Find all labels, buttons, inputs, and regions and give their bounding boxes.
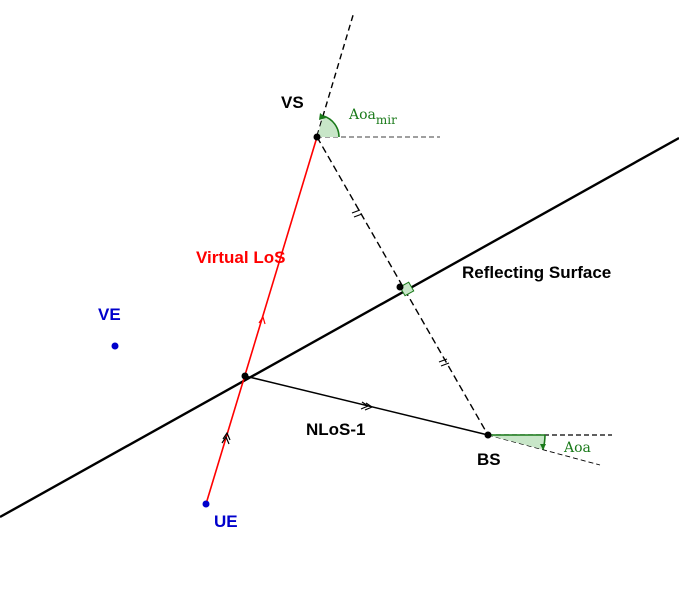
reflection-point — [241, 372, 249, 380]
ve-label: VE — [98, 305, 121, 324]
bs-incident-extension — [487, 434, 601, 466]
aoa-mir-angle-arc — [323, 115, 340, 138]
nlos-direction-arrows — [360, 401, 374, 411]
equal-length-tick-upper — [351, 209, 363, 218]
equal-length-tick-lower — [438, 358, 450, 367]
aoa-mir-arrowhead — [319, 113, 326, 120]
reflecting-surface-label: Reflecting Surface — [462, 263, 611, 282]
ue-point — [202, 500, 210, 508]
right-angle-marker — [399, 281, 415, 297]
perpendicular-foot-point — [396, 283, 404, 291]
virtual-los-label: Virtual LoS — [196, 248, 285, 267]
incident-direction-arrows — [221, 431, 231, 445]
ue-label: UE — [214, 512, 238, 531]
bs-point — [484, 431, 492, 439]
ve-point — [111, 342, 119, 350]
aoa-mir-label-base: Aoa — [348, 107, 376, 123]
aoa-arrowhead — [540, 444, 546, 450]
aoa-angle-sector — [488, 435, 545, 450]
vs-point — [313, 133, 321, 141]
aoa-mir-angle-sector — [317, 116, 339, 137]
aoa-mir-label-sub: mir — [376, 113, 397, 127]
virtual-los-extension — [316, 11, 355, 137]
nlos-label: NLoS-1 — [306, 420, 366, 439]
virtual-los-line — [205, 136, 318, 505]
aoa-mir-label: Aoamir — [348, 107, 397, 127]
vs-label: VS — [281, 93, 304, 112]
bs-label: BS — [477, 450, 501, 469]
virtual-los-direction-arrow — [258, 315, 266, 325]
reflecting-surface-line — [0, 136, 679, 519]
aoa-label: Aoa — [563, 440, 591, 456]
